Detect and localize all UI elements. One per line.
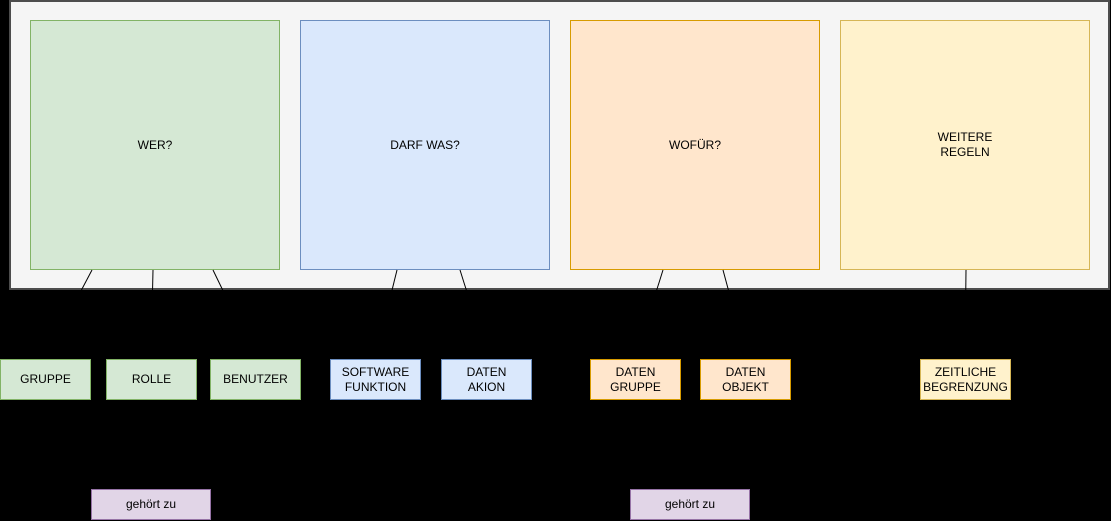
shape-zeitliche-begrenzung[interactable]: ZEITLICHE BEGRENZUNG xyxy=(920,359,1011,400)
shape-rolle[interactable]: ROLLE xyxy=(106,359,197,400)
shape-daten-gruppe-label: DATEN GRUPPE xyxy=(610,364,661,394)
shape-daten-gruppe[interactable]: DATEN GRUPPE xyxy=(590,359,681,400)
shape-benutzer-label: BENUTZER xyxy=(223,372,288,386)
shape-gehoert-zu-right-label: gehört zu xyxy=(664,497,716,511)
shape-zeitliche-begrenzung-label: ZEITLICHE BEGRENZUNG xyxy=(923,364,1008,394)
shape-gruppe[interactable]: GRUPPE xyxy=(0,359,91,400)
shape-darf-was-label: DARF WAS? xyxy=(390,137,460,152)
shape-weitere-regeln-label: WEITERE REGELN xyxy=(937,130,993,159)
shape-wofuer-label: WOFÜR? xyxy=(669,137,721,152)
shape-wer-label: WER? xyxy=(137,137,173,152)
shape-weitere-regeln[interactable]: WEITERE REGELN xyxy=(840,20,1090,270)
shape-daten-objekt-label: DATEN OBJEKT xyxy=(722,364,769,394)
shape-gehoert-zu-right[interactable]: gehört zu xyxy=(630,489,750,520)
shape-daten-akion-label: DATEN AKION xyxy=(466,364,507,394)
shape-software-funktion[interactable]: SOFTWARE FUNKTION xyxy=(330,359,421,400)
shape-rolle-label: ROLLE xyxy=(131,372,172,386)
shape-daten-objekt[interactable]: DATEN OBJEKT xyxy=(700,359,791,400)
shape-gehoert-zu-left-label: gehört zu xyxy=(125,497,177,511)
shape-benutzer[interactable]: BENUTZER xyxy=(210,359,301,400)
shape-wofuer[interactable]: WOFÜR? xyxy=(570,20,820,270)
shape-gehoert-zu-left[interactable]: gehört zu xyxy=(91,489,211,520)
shape-software-funktion-label: SOFTWARE FUNKTION xyxy=(341,364,410,394)
shape-darf-was[interactable]: DARF WAS? xyxy=(300,20,550,270)
shape-daten-akion[interactable]: DATEN AKION xyxy=(441,359,532,400)
shape-gruppe-label: GRUPPE xyxy=(20,372,71,386)
shape-wer[interactable]: WER? xyxy=(30,20,280,270)
